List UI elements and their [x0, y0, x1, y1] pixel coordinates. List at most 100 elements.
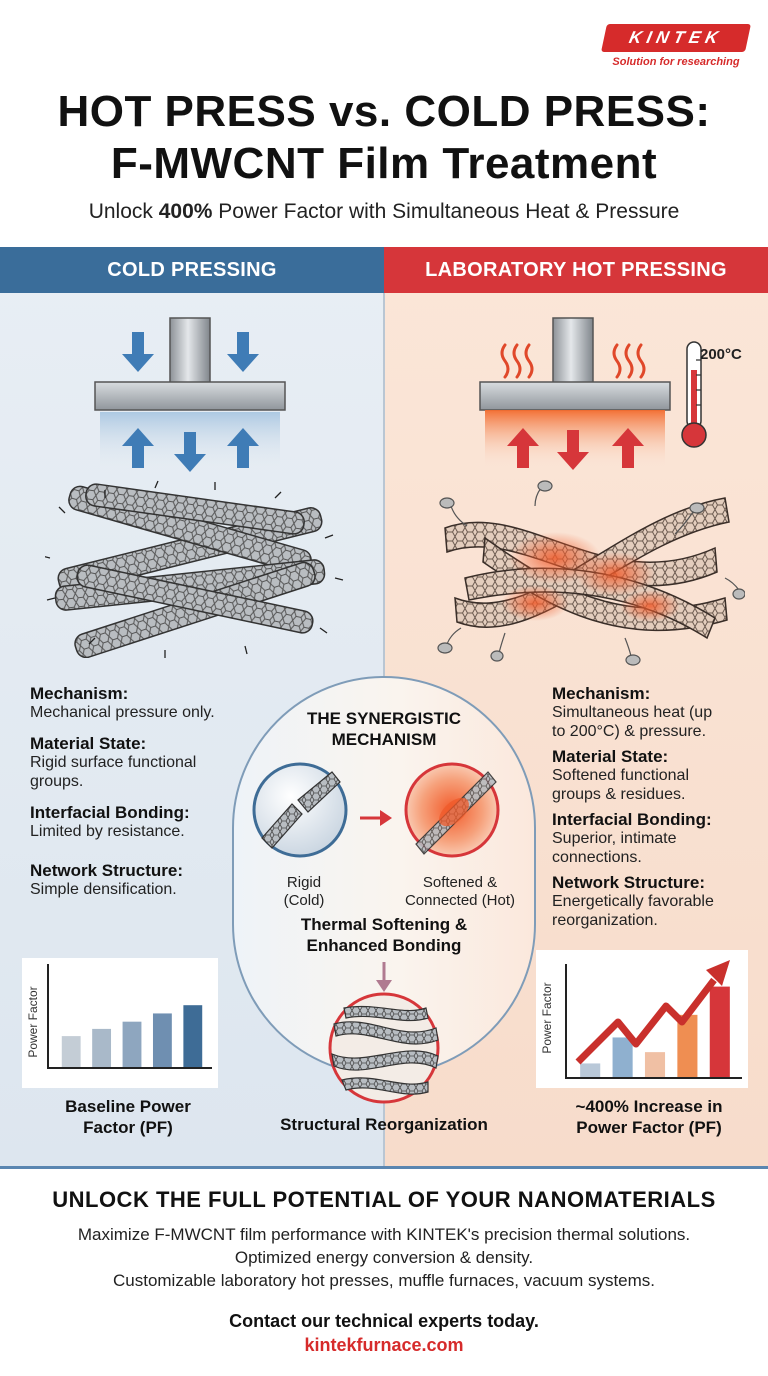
softened-label-line-2: Connected (Hot) — [404, 892, 516, 909]
hot-mechanism-text-2: to 200°C) & pressure. — [552, 723, 707, 740]
subtitle-pre: Unlock — [88, 200, 159, 223]
functional-groups — [437, 480, 745, 666]
hot-state-text-2: groups & residues. — [552, 786, 686, 803]
hot-mechanism-label: Mechanism: — [552, 684, 651, 703]
cta-line-3: Customizable laboratory hot presses, muf… — [112, 1271, 656, 1290]
bond-hotspots — [501, 532, 680, 622]
up-arrow-icon — [507, 428, 539, 468]
cold-state-text-2: groups. — [30, 773, 84, 790]
hot-mechanism-text-1: Simultaneous heat (up — [552, 704, 713, 721]
structural-reorganization-label: Structural Reorganization — [280, 1115, 488, 1134]
chart-bar — [644, 1052, 666, 1077]
y-axis-label: Power Factor — [540, 982, 554, 1053]
hot-facts: Mechanism: Simultaneous heat (up to 200°… — [552, 684, 752, 930]
thermal-softening-label: Thermal Softening & Enhanced Bonding — [272, 914, 496, 956]
section-divider — [0, 1166, 768, 1169]
hot-bonding-label: Interfacial Bonding: — [552, 810, 712, 829]
cold-network-label: Network Structure: — [30, 861, 184, 880]
reorganization-diagram — [328, 962, 440, 1104]
cold-press-illustration — [94, 317, 286, 472]
trend-arrow-icon — [575, 960, 730, 1065]
y-axis-label: Power Factor — [26, 986, 40, 1057]
baseline-caption-line-1: Baseline Power — [65, 1097, 191, 1116]
increase-caption: ~400% Increase in Power Factor (PF) — [544, 1096, 754, 1138]
hot-state-text-1: Softened functional — [552, 767, 689, 784]
chart-bar — [61, 1036, 81, 1067]
cta-title: UNLOCK THE FULL POTENTIAL OF YOUR NANOMA… — [52, 1187, 716, 1212]
pressure-arrows — [507, 428, 644, 470]
cold-pressing-heading: COLD PRESSING — [0, 247, 384, 293]
chart-bar — [152, 1013, 172, 1067]
synergistic-title-line-2: MECHANISM — [331, 730, 437, 749]
chart-bar — [677, 1014, 698, 1077]
baseline-power-factor-chart: Power Factor — [22, 958, 218, 1088]
chart-bar — [122, 1021, 142, 1067]
chart-bar — [183, 1005, 203, 1067]
chart-bar — [580, 1063, 601, 1077]
hot-network-text-2: reorganization. — [552, 912, 658, 929]
up-arrow-icon — [612, 428, 644, 468]
chart-bar — [709, 986, 730, 1077]
increased-power-factor-chart: Power Factor — [536, 950, 748, 1088]
pressure-arrows — [122, 332, 259, 472]
page-title: HOT PRESS vs. COLD PRESS: F-MWCNT Film T… — [0, 86, 768, 190]
cold-state-label: Material State: — [30, 734, 147, 753]
chart-bar — [612, 1037, 633, 1077]
rigid-label: Rigid (Cold) — [262, 874, 346, 910]
hot-bonding-text-2: connections. — [552, 849, 642, 866]
heat-waves-icon — [500, 343, 646, 379]
press-ram — [169, 317, 211, 387]
thermal-softening-line-1: Thermal Softening & — [300, 915, 468, 934]
rigid-label-line-1: Rigid — [286, 874, 322, 891]
hot-state-label: Material State: — [552, 747, 669, 766]
chart-bar — [92, 1028, 112, 1067]
heated-press-plate — [479, 381, 671, 411]
synergistic-title: THE SYNERGISTIC MECHANISM — [232, 708, 536, 750]
baseline-caption: Baseline Power Factor (PF) — [30, 1096, 226, 1138]
cta-line-1: Maximize F-MWCNT film performance with K… — [77, 1225, 691, 1244]
cold-state-text-1: Rigid surface functional — [30, 754, 197, 771]
chart-axes — [47, 964, 212, 1069]
softened-label: Softened & Connected (Hot) — [392, 874, 528, 910]
brand-tagline: Solution for researching — [612, 56, 740, 68]
cta-line-2: Optimized energy conversion & density. — [234, 1248, 534, 1267]
press-ram — [552, 317, 594, 387]
chart-bars — [580, 986, 730, 1077]
hot-network-label: Network Structure: — [552, 873, 706, 892]
rigid-label-line-2: (Cold) — [283, 892, 325, 909]
chart-bars — [61, 1005, 203, 1067]
contact-text: Contact our technical experts today. — [229, 1311, 539, 1331]
hot-nanotube-bundle — [437, 480, 745, 666]
title-line-1: HOT PRESS vs. COLD PRESS: — [57, 87, 711, 136]
down-arrow-icon — [174, 432, 206, 472]
synergy-diagram — [252, 762, 500, 858]
press-plate — [94, 381, 286, 411]
title-line-2: F-MWCNT Film Treatment — [110, 139, 658, 188]
cold-bonding-label: Interfacial Bonding: — [30, 803, 190, 822]
chart-axes — [565, 964, 742, 1079]
rigid-state-icon — [252, 762, 348, 858]
cold-bonding-text: Limited by resistance. — [30, 823, 185, 840]
hot-press-illustration — [479, 317, 707, 470]
hot-network-text-1: Energetically favorable — [552, 893, 714, 910]
arrow-right-icon — [360, 810, 392, 826]
up-arrow-icon — [227, 428, 259, 468]
subtitle-highlight: 400% — [158, 200, 213, 223]
hot-pressing-heading: LABORATORY HOT PRESSING — [384, 247, 768, 293]
thermal-softening-line-2: Enhanced Bonding — [306, 936, 462, 955]
subtitle-post: Power Factor with Simultaneous Heat & Pr… — [212, 200, 680, 223]
cold-mechanism-text: Mechanical pressure only. — [30, 704, 215, 721]
cold-nanotube-bundle — [45, 480, 344, 658]
cold-mechanism-label: Mechanism: — [30, 684, 129, 703]
hot-bonding-text-1: Superior, intimate — [552, 830, 677, 847]
arrow-down-icon — [376, 962, 392, 992]
up-arrow-icon — [122, 428, 154, 468]
brand-name: KINTEK — [601, 24, 751, 52]
down-arrow-icon — [227, 332, 259, 372]
increase-caption-line-2: Power Factor (PF) — [576, 1118, 722, 1137]
cold-network-text: Simple densification. — [30, 881, 177, 898]
page-subtitle: Unlock 400% Power Factor with Simultaneo… — [0, 200, 768, 224]
website-link[interactable]: kintekfurnace.com — [304, 1335, 464, 1355]
thermometer-icon — [681, 341, 707, 448]
softened-label-line-1: Softened & — [422, 874, 498, 891]
